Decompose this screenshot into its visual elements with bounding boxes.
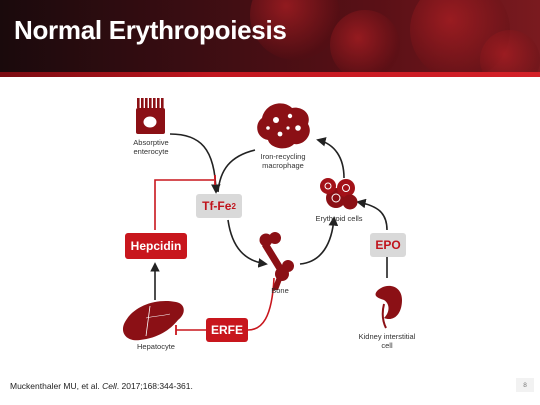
- arrow-bone-to-erythroid: [299, 216, 339, 265]
- slide-title: Normal Erythropoiesis: [14, 15, 287, 45]
- label-hepatocyte: Hepatocyte: [137, 342, 175, 351]
- kidney-icon: [375, 285, 402, 329]
- arrow-erythroid-to-macrophage: [316, 137, 345, 179]
- citation: Muckenthaler MU, et al. Cell. 2017;168:3…: [10, 381, 193, 391]
- box-hepcidin: Hepcidin: [125, 233, 187, 259]
- citation-journal: Cell: [102, 381, 117, 391]
- arrow-macrophage-to-tf: [217, 149, 256, 193]
- label-absorptive-enterocyte: Absorptive enterocyte: [133, 138, 169, 156]
- label-erythroid-cells: Erythroid cells: [315, 214, 363, 223]
- box-erfe: ERFE: [206, 318, 248, 342]
- bone-icon: [259, 232, 294, 290]
- arrow-tf-to-bone: [227, 219, 268, 268]
- citation-suffix: . 2017;168:344-361.: [116, 381, 193, 391]
- arrow-epo-to-erythroid: [356, 198, 388, 231]
- label-iron-recycling-macrophage: Iron-recycling macrophage: [260, 152, 306, 170]
- box-epo: EPO: [370, 233, 406, 257]
- enterocyte-icon: [136, 98, 165, 134]
- label-kidney-interstitial-cell: Kidney interstitial cell: [358, 332, 416, 350]
- tf-fe-text: Tf-Fe: [202, 199, 232, 213]
- erythropoiesis-diagram: Absorptive enterocyte Iron-recycling mac…: [0, 78, 540, 378]
- header-divider: [0, 72, 540, 77]
- title-banner: Normal Erythropoiesis: [0, 0, 540, 72]
- label-bone: Bone: [271, 286, 289, 295]
- citation-prefix: Muckenthaler MU, et al.: [10, 381, 103, 391]
- liver-icon: [122, 300, 184, 341]
- erythroid-cells-icon: [320, 178, 358, 210]
- tf-fe-subscript: 2: [231, 201, 236, 211]
- inhibit-bone-erfe-hepatocyte: [247, 277, 275, 331]
- macrophage-icon: [257, 103, 310, 149]
- page-number: 8: [516, 378, 534, 392]
- inhibit-hepcidin-to-tf: [154, 179, 214, 230]
